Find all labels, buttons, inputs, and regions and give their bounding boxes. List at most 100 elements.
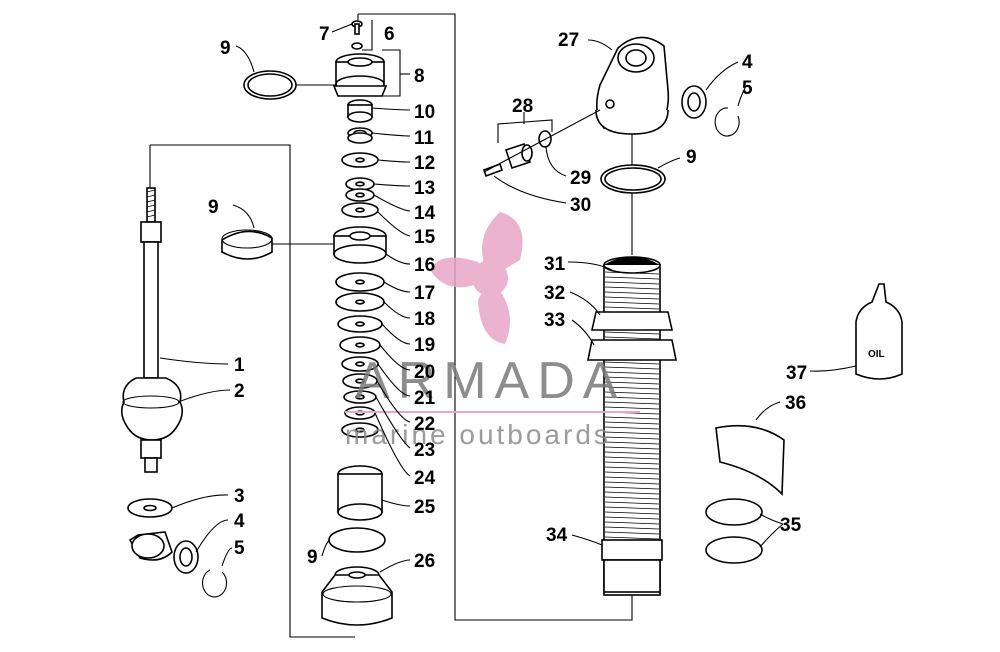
- thread-line: [604, 381, 660, 385]
- piston-rod-part-1: [140, 187, 162, 379]
- oil-bottle-part-37: OIL: [855, 283, 903, 380]
- part-10: [347, 99, 373, 123]
- thread-line: [604, 526, 660, 530]
- thread-line: [604, 331, 660, 335]
- band-part-9-mid-left: [221, 229, 273, 260]
- bearing-part-4-left: [173, 540, 199, 574]
- spring-adjuster-part-32: [591, 311, 673, 331]
- thread-line: [604, 431, 660, 435]
- reservoir-cap-part-26: [321, 566, 393, 626]
- watermark-tagline: marine outboards: [345, 419, 611, 450]
- callout-5-right: 5: [742, 78, 753, 99]
- thread-line: [604, 436, 660, 440]
- thread-line: [604, 376, 660, 380]
- callout-13: 13: [414, 178, 435, 199]
- thread-line: [604, 366, 660, 370]
- thread-line: [604, 471, 660, 475]
- callout-26: 26: [414, 551, 435, 572]
- callout-10: 10: [414, 102, 435, 123]
- thread-line: [604, 421, 660, 425]
- bushing-left: [128, 531, 173, 561]
- thread-line: [604, 371, 660, 375]
- thread-line: [604, 301, 660, 305]
- thread-line: [604, 416, 660, 420]
- thread-line: [604, 521, 660, 525]
- snap-ring-part-5-right: [714, 107, 740, 137]
- callout-3: 3: [234, 486, 245, 507]
- thread-line: [604, 456, 660, 460]
- piston-part-16: [333, 226, 387, 264]
- thread-line: [604, 451, 660, 455]
- cap-part-8: [332, 53, 388, 97]
- thread-line: [604, 481, 660, 485]
- thread-line: [604, 516, 660, 520]
- thread-line: [604, 501, 660, 505]
- callout-9-mid-left: 9: [208, 197, 219, 218]
- callout-4-left: 4: [234, 511, 245, 532]
- thread-line: [604, 361, 660, 365]
- washer-part-3: [127, 498, 173, 518]
- callout-1: 1: [234, 355, 245, 376]
- snap-rings-part-35: [705, 498, 763, 564]
- callout-numbers: 1 2 3 4 5 6 7 8 9 9 9 9 10 11 12 13 14 1…: [208, 24, 807, 572]
- callout-16: 16: [414, 255, 435, 276]
- thread-line: [604, 286, 660, 290]
- screw-part-7: [351, 20, 363, 35]
- callout-34: 34: [546, 525, 568, 546]
- callout-29: 29: [570, 168, 591, 189]
- callout-5-left: 5: [234, 538, 245, 559]
- callout-6: 6: [384, 24, 395, 45]
- callout-17: 17: [414, 283, 435, 304]
- callout-31: 31: [544, 254, 566, 275]
- callout-9-center: 9: [307, 547, 318, 568]
- valve-part-28: [504, 142, 533, 170]
- thread-line: [604, 461, 660, 465]
- thread-line: [604, 496, 660, 500]
- callout-7: 7: [319, 24, 330, 45]
- rod-eye-part-2: [120, 377, 184, 473]
- thread-line: [604, 426, 660, 430]
- thread-line: [604, 401, 660, 405]
- spring-clip-part-36: [715, 424, 785, 496]
- thread-line: [604, 296, 660, 300]
- o-ring-part-9-right: [600, 164, 666, 194]
- leader-lines: [159, 20, 857, 573]
- thread-line: [604, 531, 660, 535]
- callout-23: 23: [414, 440, 435, 461]
- callout-14: 14: [414, 203, 436, 224]
- thread-line: [604, 441, 660, 445]
- thread-line: [604, 276, 660, 280]
- callout-11: 11: [414, 128, 435, 149]
- thread-line: [604, 306, 660, 310]
- callout-35: 35: [780, 515, 802, 536]
- washer-stack-12-15: [341, 152, 379, 218]
- thread-line: [604, 486, 660, 490]
- thread-line: [604, 291, 660, 295]
- top-eye-part-27: [595, 36, 670, 135]
- thread-line: [604, 476, 660, 480]
- washer-part-6: [351, 42, 363, 50]
- callout-8: 8: [414, 66, 425, 87]
- bumper-part-25: [337, 465, 383, 521]
- watermark-brand: ARMADA: [355, 352, 625, 410]
- thread-line: [604, 271, 660, 275]
- thread-line: [604, 511, 660, 515]
- thread-line: [604, 536, 660, 540]
- callout-24: 24: [414, 468, 436, 489]
- snap-ring-part-5-left: [202, 569, 228, 598]
- thread-line: [604, 466, 660, 470]
- thread-line: [604, 396, 660, 400]
- callout-21: 21: [414, 388, 436, 409]
- collar-part-34: [601, 539, 663, 593]
- watermark: ARMADA marine outboards: [345, 212, 640, 450]
- callout-4-right: 4: [742, 52, 753, 73]
- part-11: [347, 127, 373, 144]
- callout-30: 30: [570, 195, 591, 216]
- callout-20: 20: [414, 362, 435, 383]
- callout-32: 32: [544, 283, 565, 304]
- thread-line: [604, 391, 660, 395]
- callout-28: 28: [512, 96, 533, 117]
- bearing-part-4-right: [681, 85, 707, 119]
- callout-2: 2: [234, 381, 245, 402]
